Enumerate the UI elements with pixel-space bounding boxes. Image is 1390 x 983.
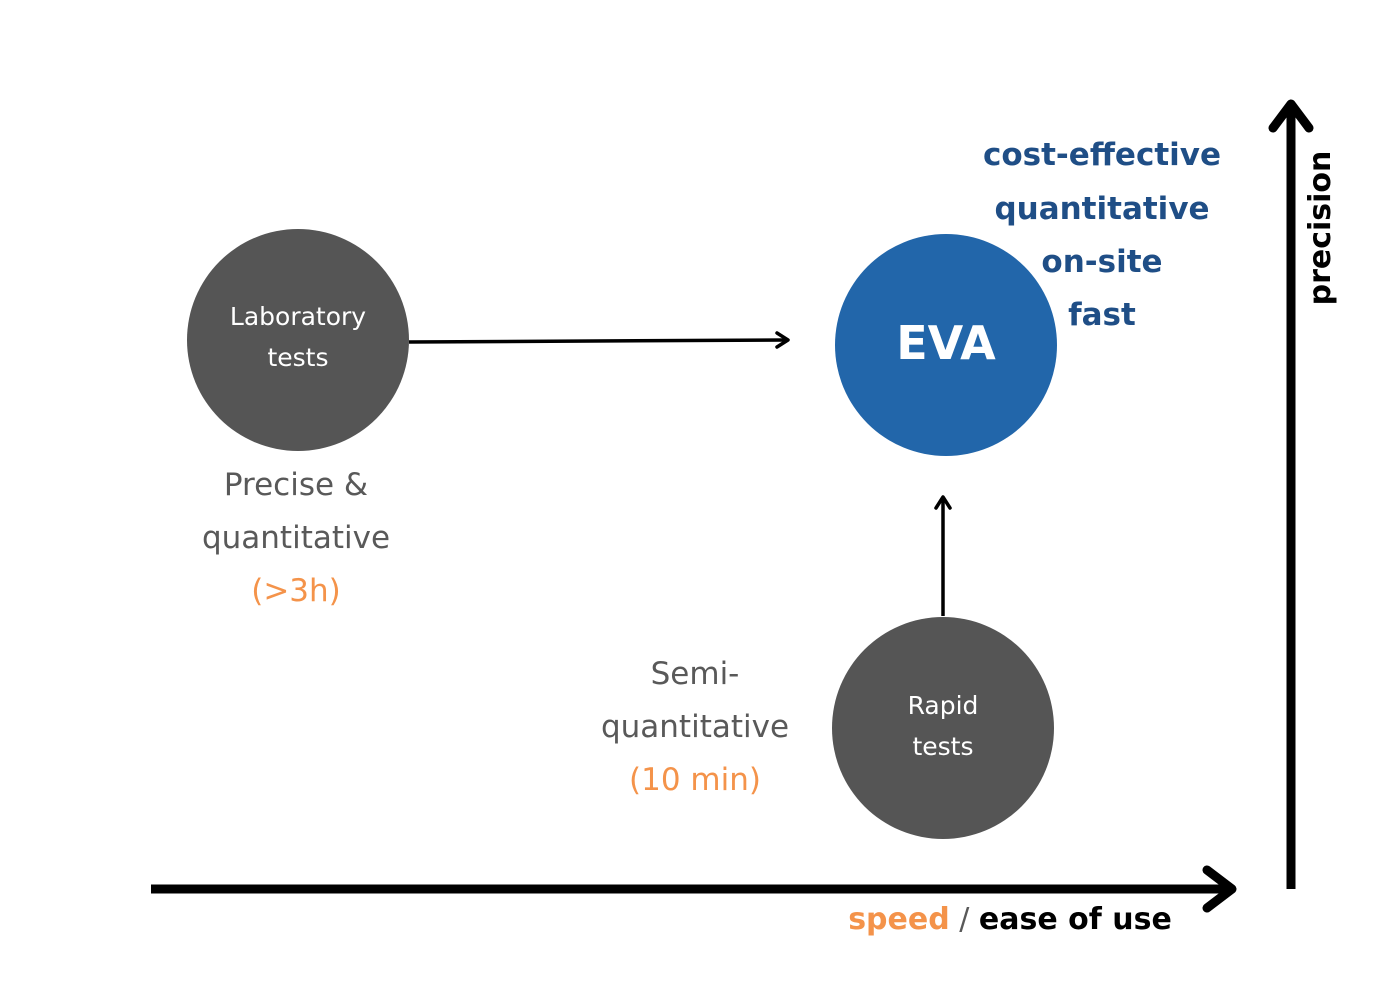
- x-axis: [151, 865, 1237, 913]
- eva-attributes: cost-effective quantitative on-site fast: [983, 137, 1221, 333]
- rapid-desc-line2: quantitative: [601, 709, 789, 745]
- eva-attribute-cost-effective: cost-effective: [983, 137, 1221, 173]
- rapid-tests-label-line1: Rapid: [908, 691, 979, 720]
- laboratory-tests-label-line2: tests: [267, 343, 328, 372]
- y-axis-label: precision: [1303, 151, 1338, 306]
- rapid-desc-line1: Semi-: [651, 656, 740, 692]
- laboratory-desc-line2: quantitative: [202, 520, 390, 556]
- rapid-time: (10 min): [629, 762, 761, 798]
- x-axis-label-speed: speed: [848, 902, 950, 937]
- eva-circle: [835, 234, 1057, 456]
- eva-node: EVA: [835, 234, 1057, 456]
- rapid-to-eva-arrow: [934, 495, 952, 616]
- laboratory-tests-circle: [187, 229, 409, 451]
- y-axis: [1268, 99, 1314, 889]
- rapid-tests-circle: [832, 617, 1054, 839]
- laboratory-desc-line1: Precise &: [224, 467, 368, 503]
- eva-attribute-quantitative: quantitative: [994, 191, 1209, 227]
- lab-to-eva-arrow: [408, 331, 790, 349]
- eva-label: EVA: [896, 316, 996, 370]
- eva-attribute-on-site: on-site: [1041, 244, 1162, 280]
- rapid-tests-node: Rapid tests: [832, 617, 1054, 839]
- x-axis-label-separator: /: [950, 902, 979, 937]
- eva-attribute-fast: fast: [1068, 297, 1136, 333]
- rapid-description: Semi- quantitative (10 min): [601, 656, 789, 798]
- x-axis-label-ease-of-use: ease of use: [979, 902, 1172, 937]
- laboratory-time: (>3h): [251, 573, 341, 609]
- laboratory-tests-label-line1: Laboratory: [230, 302, 366, 331]
- rapid-tests-label-line2: tests: [912, 732, 973, 761]
- laboratory-tests-node: Laboratory tests: [187, 229, 409, 451]
- x-axis-label: speed / ease of use: [848, 902, 1172, 937]
- laboratory-description: Precise & quantitative (>3h): [202, 467, 390, 609]
